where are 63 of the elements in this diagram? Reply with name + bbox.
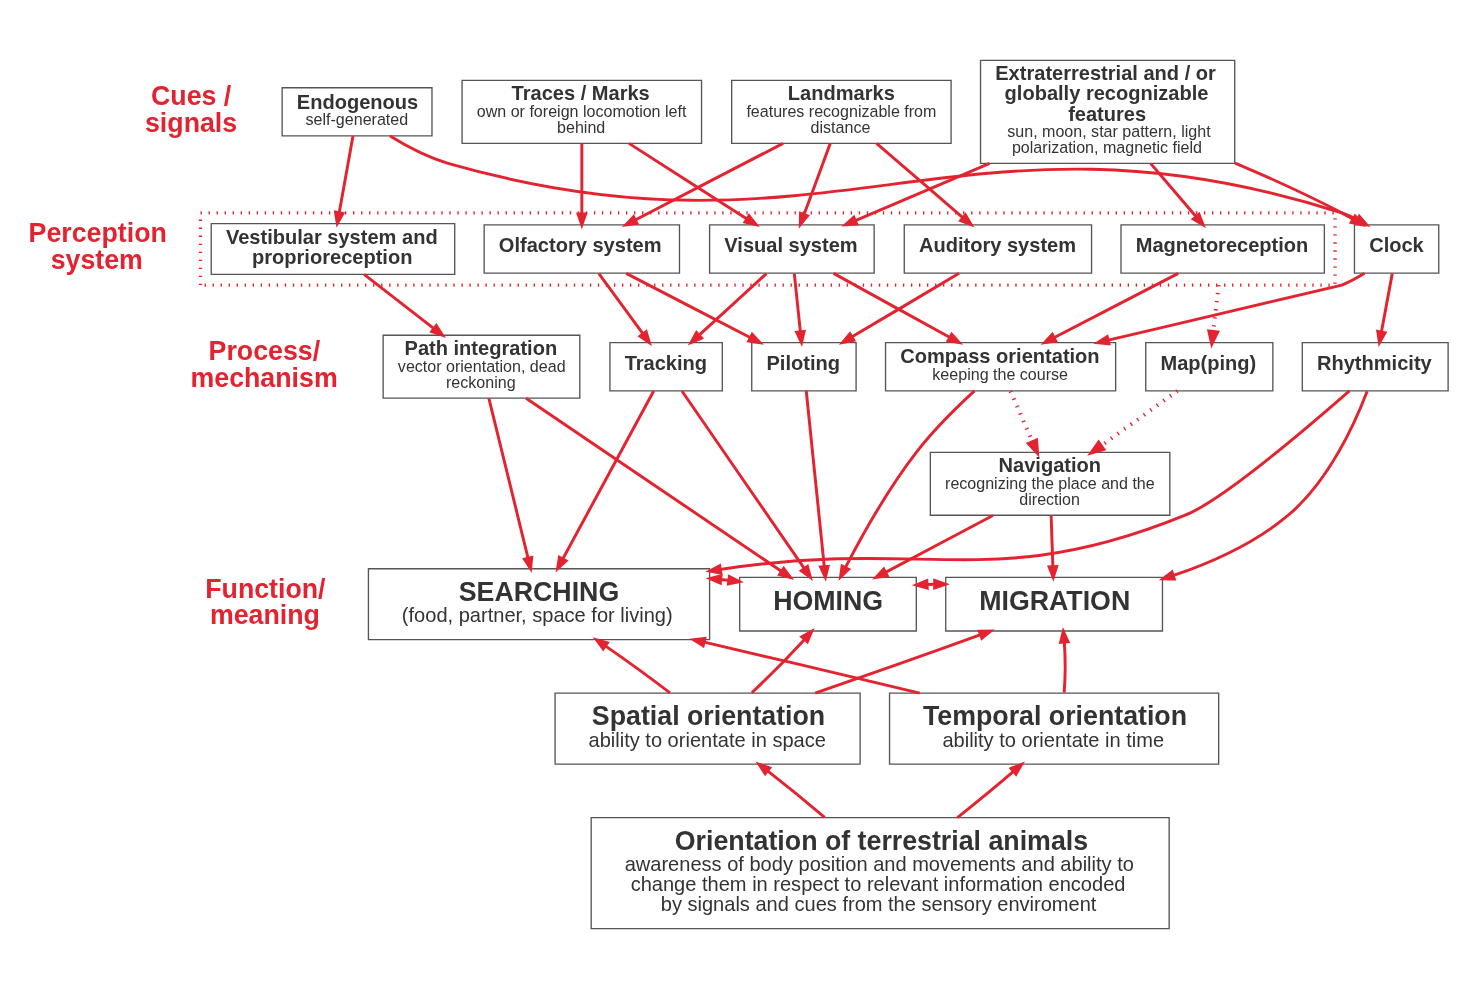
node-box: Map(ping) [1145, 341, 1274, 392]
arrow [689, 636, 921, 695]
arrow [1058, 626, 1071, 693]
arrow [1375, 273, 1394, 347]
arrow [1234, 161, 1367, 227]
arrow [1206, 284, 1221, 349]
arrow [1047, 515, 1059, 582]
node-box: Vestibular system and proprioreception [210, 222, 456, 276]
arrow [838, 389, 976, 582]
arrow [705, 389, 1351, 575]
node-box: Auditory system [903, 224, 1093, 274]
arrow [597, 272, 652, 347]
arrow [1149, 162, 1206, 229]
arrow [628, 142, 760, 228]
node-box: Extraterrestrial and / or globally recognizable features sun, moon, star pattern, light polarization, magnetic field [979, 59, 1236, 165]
node-box: Tracking [609, 341, 723, 392]
arrow [621, 142, 784, 227]
node-box: Temporal orientation ability to orientate in time [888, 692, 1220, 765]
arrow [333, 135, 355, 228]
node-box: SEARCHING (food, partner, space for living) [367, 568, 711, 641]
node-box: Compass orientation keeping the course [884, 341, 1117, 392]
node-box: Traces / Marks own or foreign locomotion left behind [461, 79, 703, 144]
node-box: MIGRATION [945, 576, 1164, 632]
label: Process/ mechanism [190, 336, 338, 393]
node-box: HOMING [739, 576, 917, 632]
node-box: Spatial orientation ability to orientate in space [554, 692, 861, 765]
arrow [792, 273, 807, 347]
arrow [872, 514, 994, 580]
node-box: Piloting [751, 341, 857, 392]
arrow [1087, 389, 1179, 456]
arrow [705, 573, 744, 586]
arrow [487, 397, 534, 573]
arrow [798, 142, 832, 229]
label: Function/ meaning [205, 573, 326, 631]
arrow [911, 578, 950, 591]
arrow [750, 628, 815, 694]
arrow [625, 272, 764, 345]
arrow [814, 629, 995, 695]
node-box: Landmarks features recognizable from distance [731, 79, 952, 144]
node-box: Orientation of terrestrial animals awareness of body position and movements and ability to change them in respect to relevant information encoded by signals and cues from the sensory enviroment [590, 816, 1170, 930]
node-box: Rhythmicity [1301, 341, 1449, 392]
arrow [1008, 390, 1040, 458]
node-box: Navigation recognizing the place and the direction [929, 451, 1171, 516]
node-box: Visual system [708, 224, 875, 274]
arrow [576, 143, 588, 230]
node-box: Clock [1353, 224, 1440, 274]
arrow [687, 272, 768, 346]
arrow [1040, 272, 1179, 345]
arrow [755, 761, 826, 819]
node-box: Olfactory system [483, 224, 681, 274]
label: Cues / signals [145, 81, 238, 138]
label: Perception system [28, 218, 167, 276]
arrow [841, 162, 991, 227]
node-box: Magnetoreception [1120, 224, 1326, 274]
node-box: Path integration vector orientation, dead reckoning [382, 334, 581, 399]
arrow [1093, 271, 1366, 346]
node-box: Endogenous self-generated [281, 87, 433, 137]
arrow [875, 142, 975, 228]
arrow [804, 390, 830, 582]
arrow [555, 390, 655, 573]
arrow [1158, 390, 1369, 581]
arrow [956, 761, 1025, 819]
arrow [592, 637, 671, 695]
